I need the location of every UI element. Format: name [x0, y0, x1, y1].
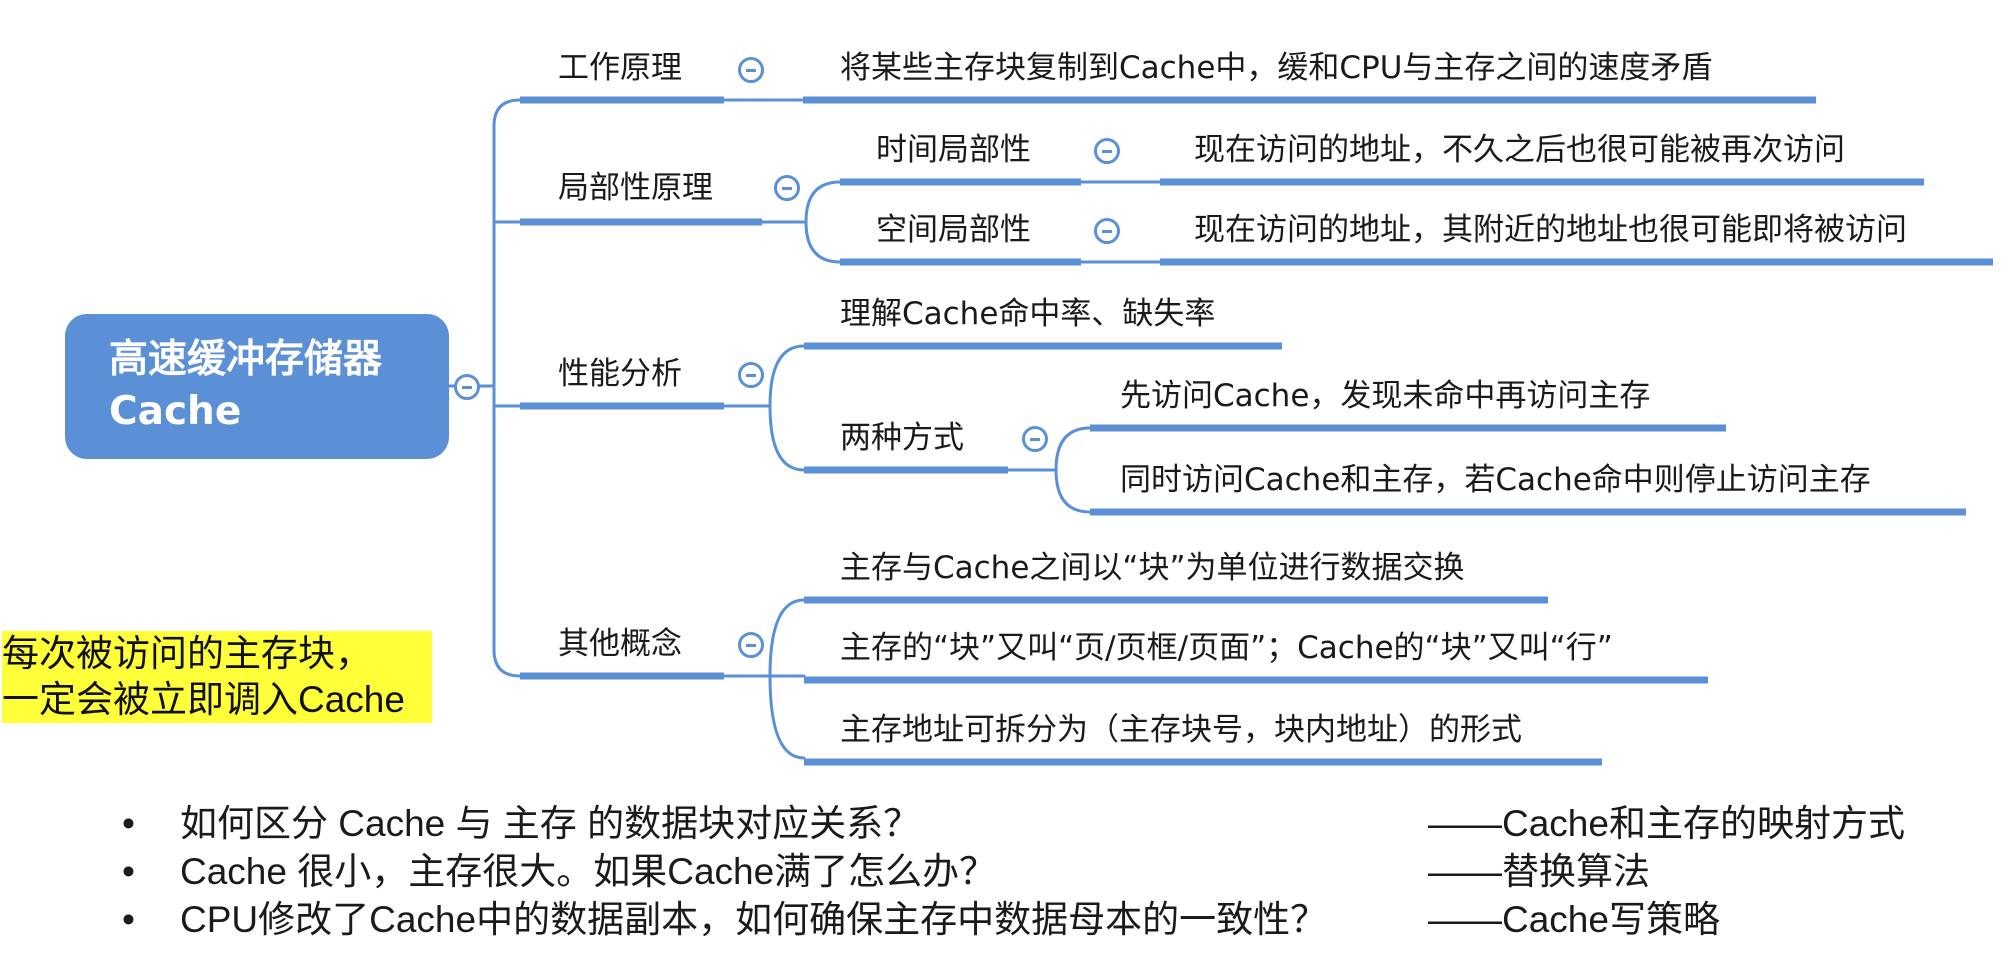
- node-performance[interactable]: 性能分析: [558, 356, 682, 392]
- root-node[interactable]: 高速缓冲存储器 Cache: [65, 314, 449, 459]
- question-item: • Cache 很小，主存很大。如果Cache满了怎么办？ ——替换算法: [122, 848, 1982, 896]
- node-spatial-detail[interactable]: 现在访问的地址，其附近的地址也很可能即将被访问: [1194, 212, 1907, 248]
- collapse-other-icon[interactable]: [738, 632, 764, 658]
- node-other[interactable]: 其他概念: [558, 626, 682, 662]
- node-hit-rate[interactable]: 理解Cache命中率、缺失率: [840, 296, 1216, 332]
- question-item: • 如何区分 Cache 与 主存 的数据块对应关系？ ——Cache和主存的映…: [122, 800, 1982, 848]
- node-working[interactable]: 工作原理: [558, 50, 682, 86]
- answer-text: ——Cache和主存的映射方式: [1428, 803, 1905, 844]
- collapse-working-icon[interactable]: [738, 57, 764, 83]
- node-working-detail[interactable]: 将某些主存块复制到Cache中，缓和CPU与主存之间的速度矛盾: [840, 50, 1713, 86]
- question-text: 如何区分 Cache 与 主存 的数据块对应关系？: [180, 803, 921, 844]
- note-line2: 一定会被立即调入Cache: [2, 679, 405, 720]
- node-way1[interactable]: 先访问Cache，发现未命中再访问主存: [1120, 378, 1651, 414]
- answer-text: ——Cache写策略: [1428, 899, 1720, 940]
- collapse-performance-icon[interactable]: [738, 362, 764, 388]
- bullet-icon: •: [122, 899, 135, 940]
- root-title-line1: 高速缓冲存储器: [109, 337, 383, 382]
- question-text: CPU修改了Cache中的数据副本，如何确保主存中数据母本的一致性？: [180, 899, 1328, 940]
- question-text: Cache 很小，主存很大。如果Cache满了怎么办？: [180, 851, 997, 892]
- collapse-locality-icon[interactable]: [774, 175, 800, 201]
- question-list: • 如何区分 Cache 与 主存 的数据块对应关系？ ——Cache和主存的映…: [122, 800, 1982, 944]
- root-title: 高速缓冲存储器 Cache: [109, 334, 382, 438]
- collapse-two-ways-icon[interactable]: [1022, 426, 1048, 452]
- highlight-note: 每次被访问的主存块， 一定会被立即调入Cache: [2, 631, 432, 723]
- node-concept-2[interactable]: 主存的“块”又叫“页/页框/页面”；Cache的“块”又叫“行”: [840, 630, 1613, 666]
- collapse-root-icon[interactable]: [454, 374, 480, 400]
- question-item: • CPU修改了Cache中的数据副本，如何确保主存中数据母本的一致性？ ——C…: [122, 896, 1982, 944]
- root-title-line2: Cache: [109, 389, 242, 434]
- node-way2[interactable]: 同时访问Cache和主存，若Cache命中则停止访问主存: [1120, 462, 1871, 498]
- bullet-icon: •: [122, 851, 135, 892]
- node-concept-3[interactable]: 主存地址可拆分为（主存块号，块内地址）的形式: [840, 712, 1522, 748]
- node-two-ways[interactable]: 两种方式: [840, 420, 964, 456]
- node-locality[interactable]: 局部性原理: [558, 170, 713, 206]
- node-temporal-detail[interactable]: 现在访问的地址，不久之后也很可能被再次访问: [1194, 132, 1845, 168]
- node-concept-1[interactable]: 主存与Cache之间以“块”为单位进行数据交换: [840, 550, 1465, 586]
- answer-text: ——替换算法: [1428, 851, 1650, 892]
- note-line1: 每次被访问的主存块，: [2, 633, 372, 674]
- collapse-spatial-icon[interactable]: [1094, 218, 1120, 244]
- node-temporal[interactable]: 时间局部性: [876, 132, 1031, 168]
- bullet-icon: •: [122, 803, 135, 844]
- node-spatial[interactable]: 空间局部性: [876, 212, 1031, 248]
- collapse-temporal-icon[interactable]: [1094, 138, 1120, 164]
